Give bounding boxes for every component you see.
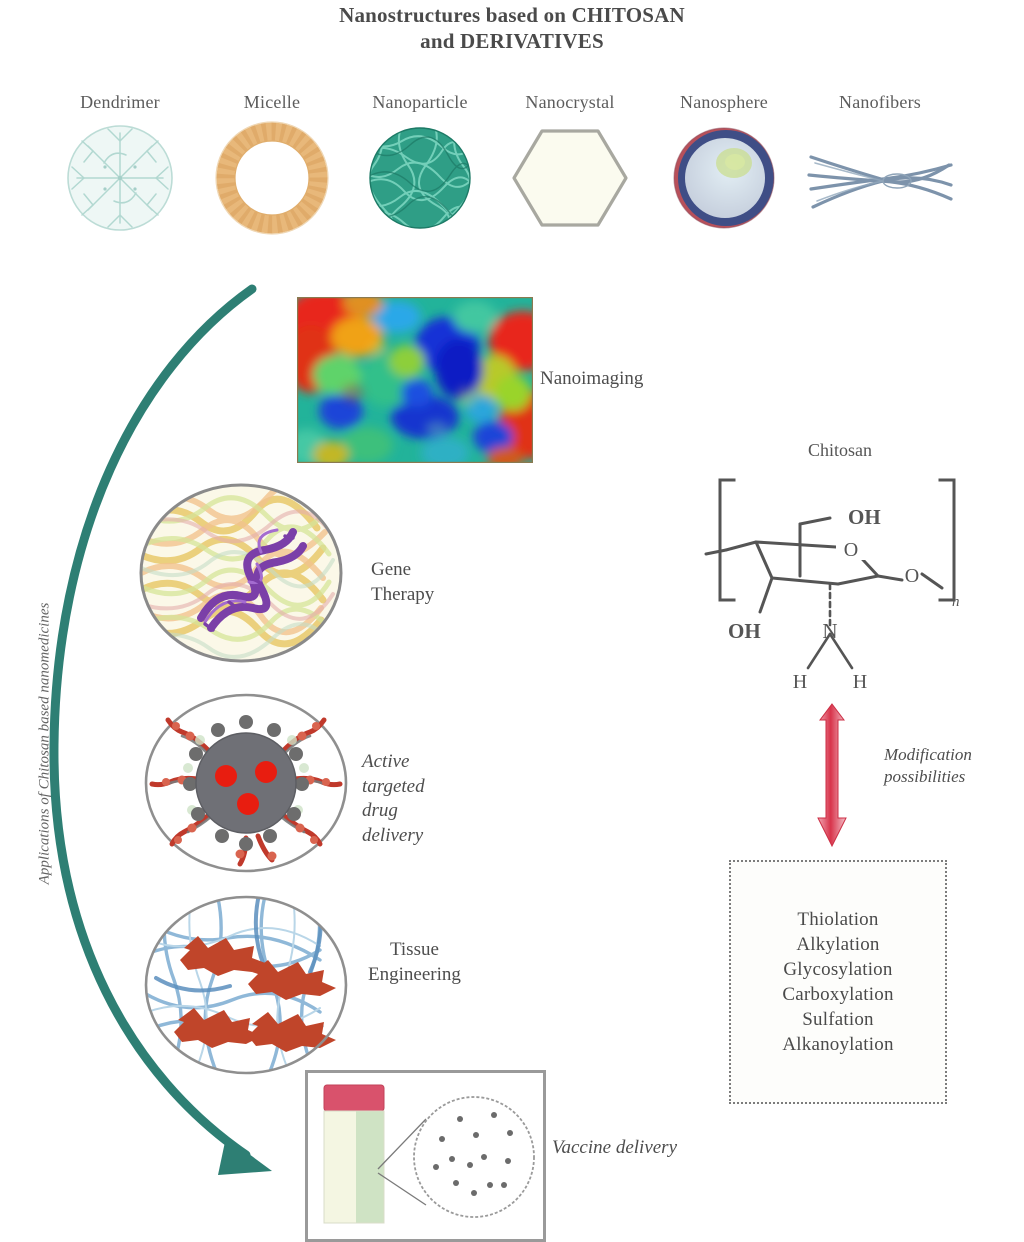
chitosan-atom-oh-left: OH [728,619,761,643]
chitosan-atom-h-right: H [853,671,867,693]
dendrimer-icon [40,119,200,239]
modification-arrow-label-line2: possibilities [884,767,966,787]
modification-arrow-label-line1: Modification [884,745,972,764]
nanosphere-icon [644,119,804,239]
nanostructure-label: Micelle [243,92,301,112]
nanostructure-label: Nanocrystal [525,92,615,112]
chitosan-title: Chitosan [807,440,872,460]
application-label: Gene Therapy [371,559,435,605]
figure-title: Nanostructures based on CHITOSAN and DER… [0,2,1024,55]
nanoparticle-icon [340,119,500,239]
figure-title-line2: and DERIVATIVES [420,29,604,54]
application-nanoimaging: Nanoimaging [296,296,643,468]
nanostructure-nanofibers: Nanofibers [800,92,960,239]
modification-arrow-label: Modification possibilities [884,744,1024,788]
nanostructure-dendrimer: Dendrimer [40,92,200,239]
vaccine-vial-panel [305,1070,546,1242]
modification-item: Thiolation [797,908,879,930]
nanostructure-label: Dendrimer [80,92,160,112]
figure-title-line1: Nanostructures based on CHITOSAN [339,3,685,27]
nanostructure-nanosphere: Nanosphere [644,92,804,239]
nanostructure-label: Nanosphere [680,92,768,112]
tissue-engineering-circle [144,895,348,1075]
applications-flow-arrow [40,275,320,1190]
application-label: Vaccine delivery [552,1137,678,1158]
application-gene-therapy: Gene Therapy [133,478,434,673]
nanostructure-nanoparticle: Nanoparticle [340,92,500,239]
modification-item: Carboxylation [782,983,894,1005]
application-active-targeting: Active targeted drug delivery [140,688,425,883]
active-targeting-circle [144,693,348,873]
modification-list-box: Thiolation Alkylation Glycosylation Carb… [729,860,947,1104]
nanocrystal-icon [490,119,650,239]
chitosan-structure: Chitosan O OH [690,440,990,693]
nanofibers-icon [800,119,960,239]
modification-item: Alkanoylation [782,1033,894,1055]
nanostructure-nanocrystal: Nanocrystal [490,92,650,239]
modification-item: Sulfation [802,1008,874,1030]
nanostructure-row: Dendrimer [0,92,1024,252]
micelle-icon [192,119,352,239]
chitosan-subscript-n: n [952,594,960,610]
chitosan-atom-o-ring: O [844,539,858,561]
modification-item: Alkylation [796,933,880,955]
gene-therapy-circle [139,483,343,663]
nanostructure-label: Nanoparticle [372,92,468,112]
nanoimaging-heatmap [296,296,534,464]
modification-arrow [810,700,854,855]
application-tissue-engineering: Tissue Engineering [140,890,461,1085]
chitosan-atom-oh-top: OH [848,505,881,529]
nanostructure-micelle: Micelle [192,92,352,239]
application-label: Active targeted drug delivery [362,751,425,847]
chitosan-atom-h-left: H [793,671,807,693]
chitosan-atom-n: N [822,619,837,643]
application-label: Tissue Engineering [368,939,461,985]
modification-item: Glycosylation [783,958,893,980]
nanostructure-label: Nanofibers [839,92,921,112]
application-label: Nanoimaging [540,368,644,389]
chitosan-atom-o-link: O [905,565,919,587]
